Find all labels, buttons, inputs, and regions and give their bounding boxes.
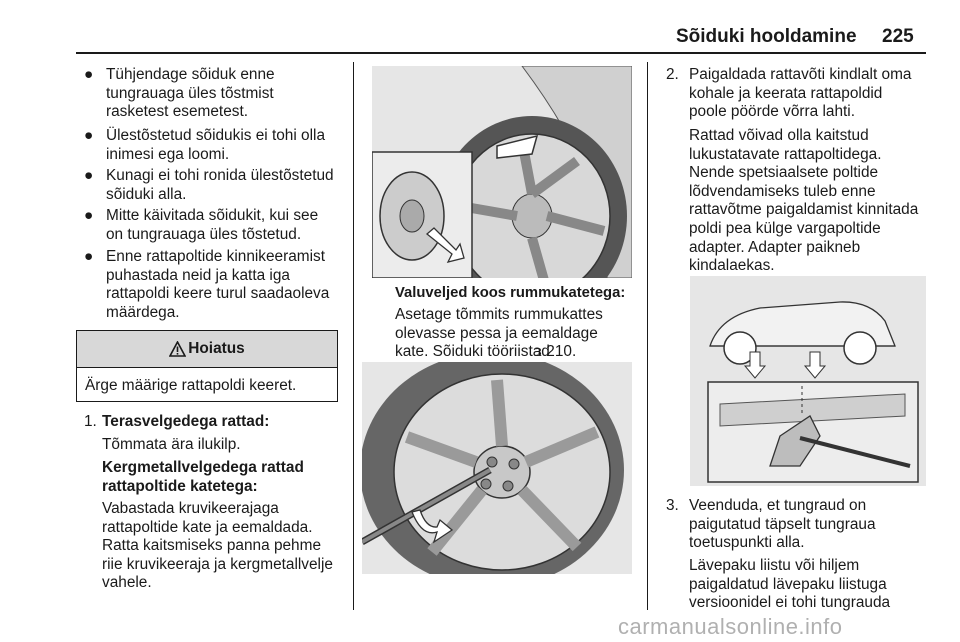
bullet-text-5: Enne rattapoltide kinnikeeramist puhasta… xyxy=(106,248,330,321)
hubcap-removal-figure xyxy=(372,66,632,278)
warning-box: Hoiatus Ärge määrige rattapoldi keeret. xyxy=(76,330,338,402)
page-number: 225 xyxy=(882,26,914,47)
bullet-text-1: Tühjendage sõiduk enne tungrauaga üles t… xyxy=(106,66,275,121)
warning-triangle-icon xyxy=(168,340,187,357)
warning-header: Hoiatus xyxy=(77,331,337,368)
bullet-dot: ● xyxy=(84,127,94,144)
alloy-wheel-figure xyxy=(362,362,632,574)
bullet-text-2: Ülestõstetud sõidukis ei tohi olla inime… xyxy=(106,127,326,163)
bullet-text-3: Kunagi ei tohi ronida ülestõstetud sõidu… xyxy=(106,167,334,203)
step1-heading-2: Kergmetallvelgedega rattad rattapoltide … xyxy=(102,459,304,495)
jack-position-figure xyxy=(690,276,926,486)
bullet-dot: ● xyxy=(84,207,94,224)
page-ref-icon: 3 xyxy=(535,346,542,359)
alloy-caption-heading: Valuveljed koos rummukatetega: xyxy=(395,285,626,301)
warning-text: Ärge määrige rattapoldi keeret. xyxy=(85,377,297,394)
column-divider-1 xyxy=(353,62,354,610)
page-ref-number: 210. xyxy=(546,343,577,360)
step2-text-2: Rattad võivad olla kaitstud lukustatavat… xyxy=(689,127,919,275)
bullet-dot: ● xyxy=(84,248,94,265)
alloy-caption-text: Asetage tõmmits rummukattes olevasse pes… xyxy=(395,306,603,361)
column-divider-2 xyxy=(647,62,648,610)
step3-text-2: Lävepaku liistu või hiljem paigaldatud l… xyxy=(689,557,891,612)
step-number: 2. xyxy=(666,66,679,83)
watermark: carmanualsonline.info xyxy=(618,614,843,639)
warning-title: Hoiatus xyxy=(188,340,245,357)
step2-text: Paigaldada rattavõti kindlalt oma kohale… xyxy=(689,66,912,121)
step1-text: Tõmmata ära ilukilp. xyxy=(102,436,241,453)
bullet-text-4: Mitte käivitada sõidukit, kui see on tun… xyxy=(106,207,319,243)
page-title: Sõiduki hooldamine xyxy=(676,26,857,47)
page-reference: 3 210. xyxy=(535,343,576,363)
bullet-dot: ● xyxy=(84,66,94,83)
header-rule xyxy=(76,52,926,54)
step-number: 1. xyxy=(84,413,97,430)
step1-text-2: Vabastada kruvikeerajaga rattapoltide ka… xyxy=(102,500,333,592)
step3-text: Veenduda, et tungraud on paigutatud täps… xyxy=(689,497,876,552)
bullet-dot: ● xyxy=(84,167,94,184)
step1-heading: Terasvelgedega rattad: xyxy=(102,413,270,430)
step-number: 3. xyxy=(666,497,679,514)
